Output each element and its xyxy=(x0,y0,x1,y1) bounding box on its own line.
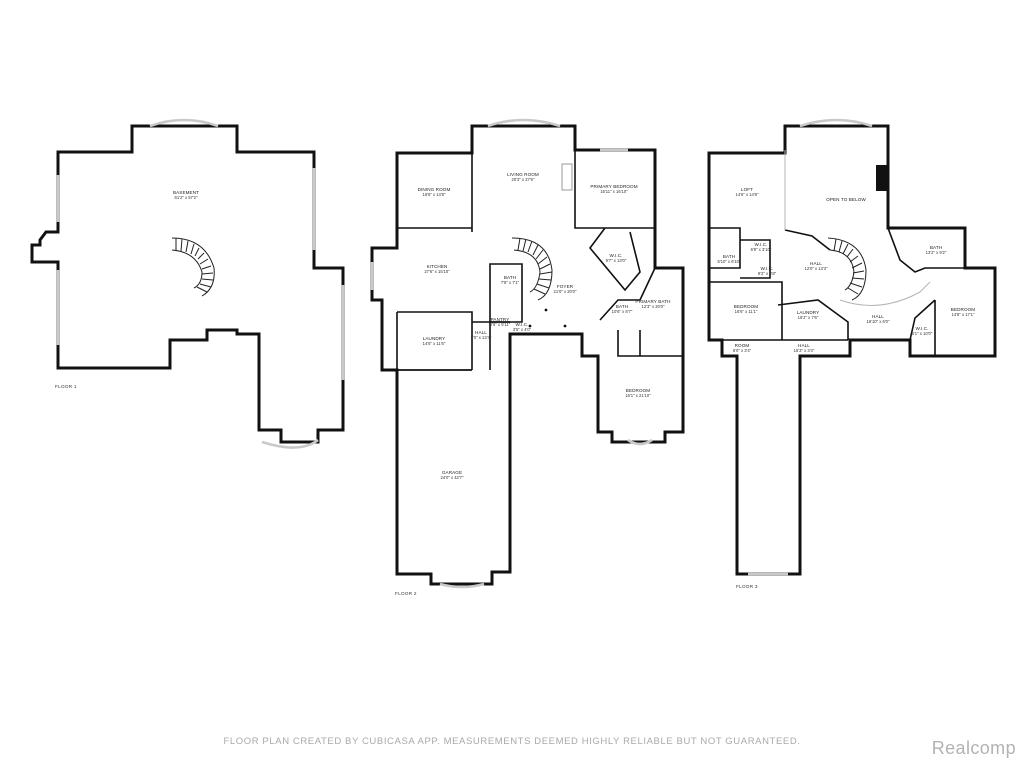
bedroom-3-dims: 14'8" x 17'1" xyxy=(952,312,975,317)
bedroom-name: BEDROOM xyxy=(626,388,651,393)
primary-bath-name: PRIMARY BATH xyxy=(635,299,670,304)
basement-room-name: BASEMENT xyxy=(173,190,199,195)
wic-3-dims: 6'8" x 3'10" xyxy=(751,247,772,252)
floor-2-outline xyxy=(370,124,685,586)
hall-4-name: HALL xyxy=(798,343,810,348)
foyer-name: FOYER xyxy=(557,284,574,289)
garage-name: GARAGE xyxy=(442,470,462,475)
pantry-name: PANTRY xyxy=(491,317,510,322)
brand-watermark: Realcomp xyxy=(931,738,1016,758)
loft-dims: 14'6" x 14'8" xyxy=(736,192,759,197)
hall-3-name: HALL xyxy=(872,314,884,319)
primary-bedroom-dims: 16'11" x 16'10" xyxy=(600,189,628,194)
living-room-dims: 20'3" x 27'6" xyxy=(512,177,535,182)
bath-dims: 7'8" x 7'1" xyxy=(501,280,520,285)
hall-2-dims: 12'0" x 13'3" xyxy=(805,266,828,271)
hall-3-dims: 16'10" x 6'0" xyxy=(867,319,890,324)
bath-3-name: BATH xyxy=(723,254,735,259)
chimney-block xyxy=(876,165,888,191)
wic-5-name: W.I.C. xyxy=(915,326,928,331)
laundry-2-dims: 16'2" x 7'6" xyxy=(798,315,819,320)
laundry-dims: 14'6" x 11'6" xyxy=(423,341,446,346)
foyer-dims: 21'0" x 20'0" xyxy=(554,289,577,294)
floor-2-label: FLOOR 2 xyxy=(395,591,417,596)
wic-2-name: W.I.C. xyxy=(515,322,528,327)
laundry-2-name: LAUNDRY xyxy=(797,310,820,315)
kitchen-name: KITCHEN xyxy=(427,264,448,269)
hall-name: HALL xyxy=(475,330,487,335)
bedroom-dims: 16'1" x 21'10" xyxy=(625,393,651,398)
floor-3-spiral-stair xyxy=(827,237,931,306)
primary-bedroom-name: PRIMARY BEDROOM xyxy=(590,184,637,189)
bath-4-dims: 13'2" x 9'2" xyxy=(926,250,947,255)
wic-2-dims: 3'5" x 4'0" xyxy=(513,327,532,332)
bedroom-2-name: BEDROOM xyxy=(734,304,759,309)
hall-4-dims: 15'3" x 3'4" xyxy=(794,348,815,353)
floor-3-label: FLOOR 3 xyxy=(736,584,758,589)
wic-dims: 9'7" x 13'0" xyxy=(606,258,627,263)
floor-2-spiral-stair xyxy=(511,237,553,301)
dining-room-dims: 16'6" x 14'8" xyxy=(423,192,446,197)
hall-2-name: HALL xyxy=(810,261,822,266)
wic-4-dims: 9'2" x 3'8" xyxy=(758,271,777,276)
garage-dims: 24'0" x 42'7" xyxy=(441,475,464,480)
pantry-dims: 2'6" x 5'11" xyxy=(490,322,511,327)
bedroom-3-name: BEDROOM xyxy=(951,307,976,312)
kitchen-dims: 27'6" x 15'10" xyxy=(424,269,450,274)
bath-4-name: BATH xyxy=(930,245,942,250)
bedroom-2-dims: 16'6" x 11'1" xyxy=(735,309,758,314)
hall-dims: 3'0" x 13'4" xyxy=(471,335,492,340)
floor-1-spiral-stair xyxy=(171,237,215,297)
floor-3-plan: LOFT 14'6" x 14'8" OPEN TO BELOW W.I.C. … xyxy=(707,118,997,589)
floor-1-label: FLOOR 1 xyxy=(55,384,77,389)
floor-1-plan: BASEMENT 61'2" x 57'2" FLOOR 1 xyxy=(30,118,345,449)
open-to-below-name: OPEN TO BELOW xyxy=(826,197,866,202)
floor-2-plan: LIVING ROOM 20'3" x 27'6" DINING ROOM 16… xyxy=(370,118,685,596)
wic-name: W.I.C. xyxy=(609,253,622,258)
loft-name: LOFT xyxy=(741,187,753,192)
wic-3-name: W.I.C. xyxy=(754,242,767,247)
wic-5-dims: 6'1" x 10'0" xyxy=(912,331,933,336)
primary-bath-dims: 12'3" x 20'0" xyxy=(642,304,665,309)
wic-4-name: W.I.C. xyxy=(760,266,773,271)
bath-3-dims: 5'10" x 6'10" xyxy=(718,259,741,264)
bath-2-name: BATH xyxy=(616,304,628,309)
living-room-name: LIVING ROOM xyxy=(507,172,539,177)
bath-2-dims: 10'6" x 8'7" xyxy=(612,309,633,314)
disclaimer-text: FLOOR PLAN CREATED BY CUBICASA APP. MEAS… xyxy=(223,736,801,747)
bath-name: BATH xyxy=(504,275,516,280)
floor-1-outline xyxy=(30,124,345,444)
laundry-name: LAUNDRY xyxy=(423,336,446,341)
room-dims: 6'0" x 3'4" xyxy=(733,348,752,353)
dining-room-name: DINING ROOM xyxy=(418,187,451,192)
room-name: ROOM xyxy=(735,343,750,348)
basement-room-dims: 61'2" x 57'2" xyxy=(175,195,198,200)
